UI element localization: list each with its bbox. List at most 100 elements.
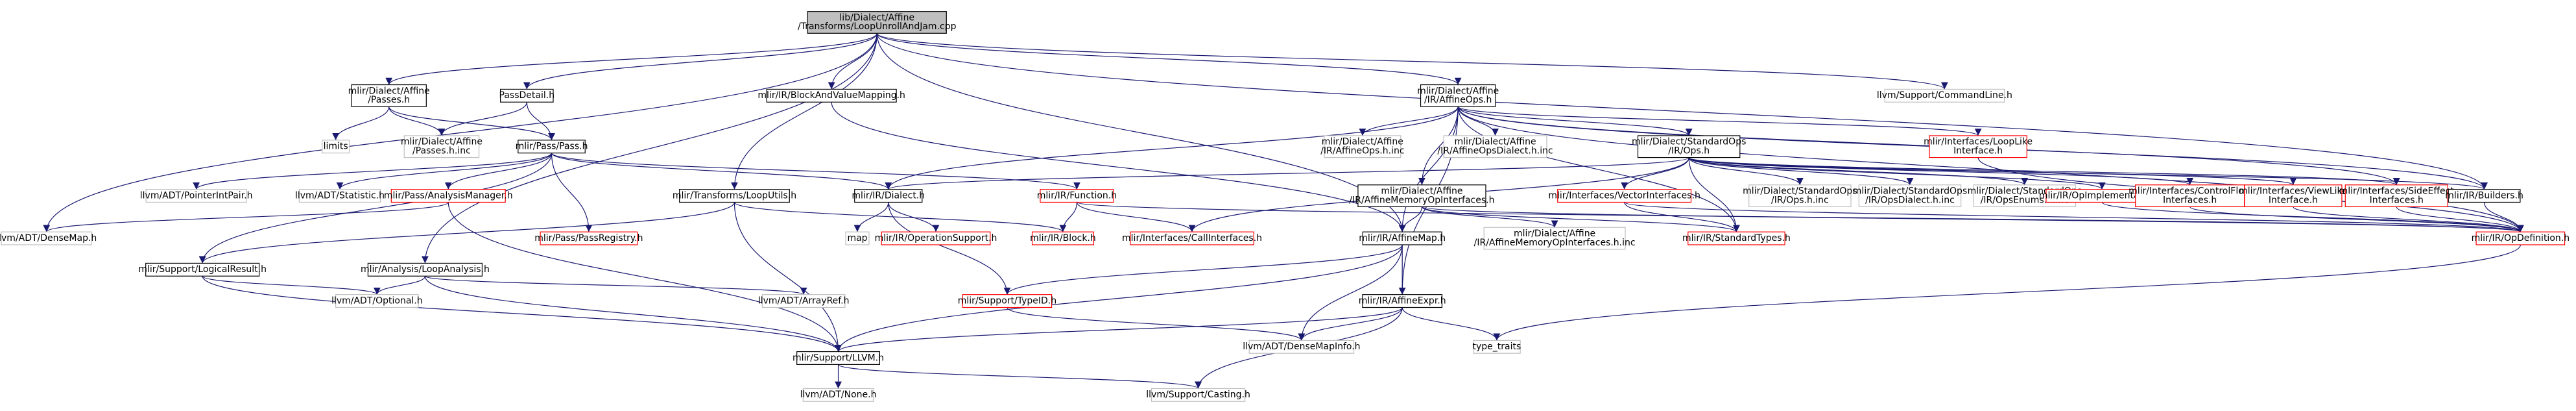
edge-root-to-pass-detail [523, 33, 877, 90]
node-label: mlir/Dialect/Affine [1381, 186, 1462, 197]
node-box [1357, 184, 1486, 208]
edge-affine-mem-op-to-affine-mem-op-inc [1421, 206, 1558, 228]
node-pass-detail[interactable]: PassDetail.h [499, 88, 555, 103]
node-label: mlir/IR/Function.h [1037, 190, 1117, 201]
edge-affine-ops-to-affine-mem-op [1418, 106, 1459, 185]
node-label: Interfaces.h [2163, 195, 2217, 205]
node-box [1, 231, 93, 245]
node-label: llvm/ADT/Statistic.h [295, 190, 385, 201]
node-label: mlir/IR/Dialect.h [852, 190, 925, 201]
node-none-h: llvm/ADT/None.h [800, 388, 876, 402]
node-affine-mem-op[interactable]: mlir/Dialect/Affine/IR/AffineMemoryOpInt… [1349, 184, 1494, 208]
edge-pass-h-to-statistic [336, 153, 553, 190]
node-standard-types[interactable]: mlir/IR/StandardTypes.h [1682, 231, 1791, 245]
edge-std-ops-to-standard-types [1688, 157, 1740, 232]
edge-pass-h-to-function-h [551, 153, 1080, 190]
node-label: /Passes.h [368, 95, 410, 105]
edge-affine-ops-to-standard-types [1457, 106, 1740, 232]
node-label: mlir/Dialect/Affine [348, 86, 430, 96]
node-function-h[interactable]: mlir/IR/Function.h [1037, 189, 1117, 203]
node-box [145, 189, 247, 203]
node-affine-ops[interactable]: mlir/Dialect/Affine/IR/AffineOps.h [1417, 84, 1499, 107]
node-passes-inc: mlir/Dialect/Affine/Passes.h.inc [401, 135, 483, 158]
node-label: mlir/IR/BlockAndValueMapping.h [757, 90, 905, 101]
edge-dialect-h-to-map [853, 202, 889, 232]
node-box [2244, 184, 2343, 208]
node-box [802, 388, 874, 402]
edge-analysis-manager-to-llvm-h [447, 202, 842, 352]
node-analysis-manager[interactable]: mlir/Pass/AnalysisManager.h [384, 189, 513, 203]
node-type-id[interactable]: mlir/Support/TypeID.h [958, 294, 1056, 308]
node-label: mlir/Dialect/Affine [1454, 137, 1536, 147]
node-box [854, 189, 923, 203]
node-array-ref: llvm/ADT/ArrayRef.h [758, 294, 850, 308]
node-box [1483, 227, 1626, 250]
edge-affine-map-to-llvm-h [835, 244, 1403, 352]
node-box [679, 189, 790, 203]
node-box [962, 294, 1053, 308]
node-op-implementation[interactable]: mlir/IR/OpImplementation.h [2039, 189, 2165, 203]
node-map: map [845, 231, 870, 245]
edge-pass-h-to-pass-registry [551, 153, 593, 232]
node-label: Interface.h [2269, 195, 2318, 205]
node-label: /IR/AffineMemoryOpInterfaces.h.inc [1474, 238, 1636, 248]
node-label: mlir/IR/OpImplementation.h [2039, 190, 2165, 201]
node-loop-analysis[interactable]: mlir/Analysis/LoopAnalysis.h [361, 262, 490, 277]
edge-block-value-mapping-to-affine-map [831, 102, 1406, 232]
edge-vector-interfaces-to-op-definition [1624, 201, 2524, 232]
node-label: mlir/Dialect/Affine [401, 137, 483, 147]
node-affine-map[interactable]: mlir/IR/AffineMap.h [1359, 231, 1446, 245]
edge-dialect-passes-to-limits [332, 106, 390, 140]
node-affine-expr[interactable]: mlir/IR/AffineExpr.h [1359, 294, 1446, 308]
edge-root-to-dialect-passes [385, 33, 877, 85]
edge-affine-map-to-type-id [1003, 244, 1403, 295]
node-std-ops[interactable]: mlir/Dialect/StandardOps/IR/Ops.h [1632, 135, 1746, 158]
node-operation-support[interactable]: mlir/IR/OperationSupport.h [875, 231, 997, 245]
node-pass-h[interactable]: mlir/Pass/Pass.h [516, 140, 588, 154]
node-block-value-mapping[interactable]: mlir/IR/BlockAndValueMapping.h [757, 88, 905, 103]
node-label: mlir/Transforms/LoopUtils.h [673, 190, 796, 201]
node-label: /IR/AffineMemoryOpInterfaces.h [1349, 195, 1494, 205]
node-box [390, 189, 506, 203]
node-label: type_traits [1473, 342, 1521, 352]
node-label: mlir/Dialect/Affine [1514, 229, 1595, 239]
node-affine-mem-op-inc: mlir/Dialect/Affine/IR/AffineMemoryOpInt… [1474, 227, 1636, 250]
node-box [1688, 231, 1785, 245]
node-llvm-h[interactable]: mlir/Support/LLVM.h [793, 351, 884, 365]
node-vector-interfaces[interactable]: mlir/Interfaces/VectorInterfaces.h [1548, 189, 1700, 203]
node-std-ops-inc: mlir/Dialect/StandardOps/IR/Ops.h.inc [1743, 184, 1857, 208]
node-box [351, 84, 427, 107]
node-label: mlir/Dialect/Affine [1417, 86, 1499, 96]
node-dialect-passes[interactable]: mlir/Dialect/Affine/Passes.h [348, 84, 430, 107]
node-box [881, 231, 991, 245]
edge-logical-result-to-optional [202, 275, 381, 295]
node-box [796, 351, 880, 365]
node-box [1324, 135, 1401, 158]
node-label: mlir/Interfaces/ViewLike [2239, 186, 2348, 197]
node-label: Interfaces.h [2370, 195, 2424, 205]
edge-loop-utils-to-block-h [733, 201, 1067, 232]
node-op-definition[interactable]: mlir/IR/OpDefinition.h [2472, 231, 2570, 245]
node-box [845, 231, 870, 245]
node-box [1858, 184, 1962, 208]
node-label: mlir/IR/AffineMap.h [1359, 233, 1446, 243]
node-block-h[interactable]: mlir/IR/Block.h [1030, 231, 1096, 245]
node-dense-map-info: llvm/ADT/DenseMapInfo.h [1243, 340, 1361, 354]
node-command-line: llvm/Support/CommandLine.h [1877, 88, 2012, 103]
node-type-traits: type_traits [1473, 340, 1521, 354]
edge-control-flow-to-op-definition [2189, 206, 2524, 232]
node-logical-result[interactable]: mlir/Support/LogicalResult.h [138, 262, 267, 277]
node-box [1031, 231, 1094, 245]
node-box [1557, 189, 1692, 203]
node-pass-registry[interactable]: mlir/Pass/PassRegistry.h [534, 231, 643, 245]
node-label: mlir/Support/LLVM.h [793, 353, 884, 363]
node-builders[interactable]: mlir/IR/Builders.h [2445, 189, 2523, 203]
node-dialect-h[interactable]: mlir/IR/Dialect.h [852, 189, 925, 203]
node-call-interfaces[interactable]: mlir/Interfaces/CallInterfaces.h [1122, 231, 1262, 245]
node-box [1929, 135, 2027, 158]
node-loop-utils[interactable]: mlir/Transforms/LoopUtils.h [673, 189, 796, 203]
